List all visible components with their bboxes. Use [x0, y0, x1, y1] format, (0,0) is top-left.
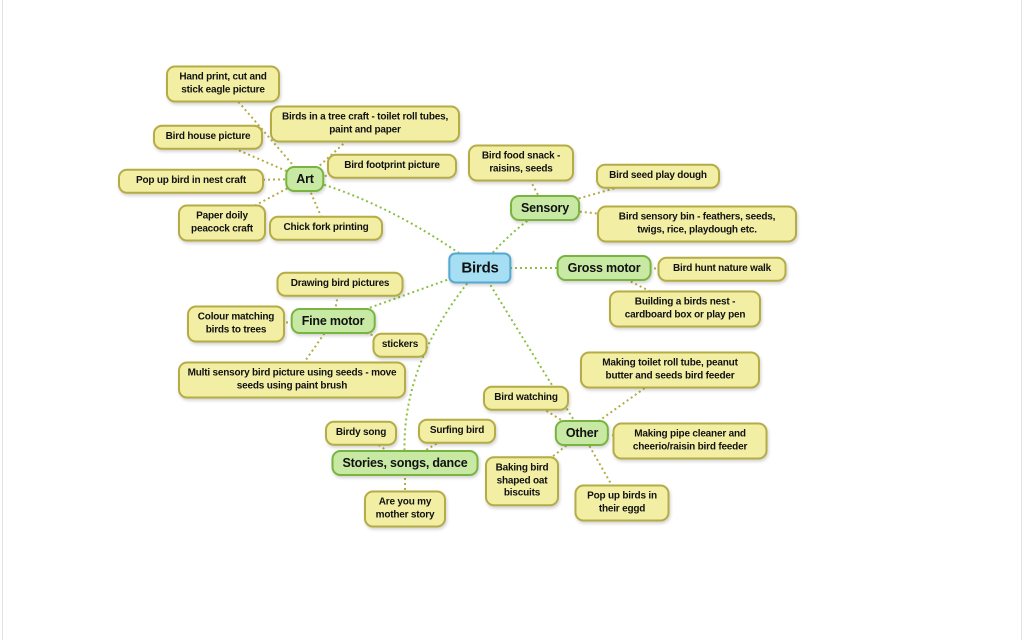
leaf-node-are-you-my-mother-story[interactable]: Are you my mother story — [364, 490, 446, 528]
leaf-node-pop-up-birds-eggd[interactable]: Pop up birds in their eggd — [574, 484, 670, 522]
leaf-node-building-birds-nest[interactable]: Building a birds nest - cardboard box or… — [609, 290, 761, 328]
leaf-node-pop-up-bird-nest-craft[interactable]: Pop up bird in nest craft — [118, 168, 264, 194]
branch-node-stories-songs-dance[interactable]: Stories, songs, dance — [331, 450, 479, 476]
branch-node-other[interactable]: Other — [554, 420, 610, 446]
leaf-node-bird-food-snack[interactable]: Bird food snack - raisins, seeds — [468, 144, 574, 182]
leaf-node-paper-doily-peacock[interactable]: Paper doily peacock craft — [178, 204, 266, 242]
leaf-node-hand-print-eagle[interactable]: Hand print, cut and stick eagle picture — [166, 65, 280, 103]
canvas-left-edge — [2, 0, 3, 640]
leaf-node-bird-watching[interactable]: Bird watching — [483, 385, 569, 411]
leaf-node-bird-sensory-bin[interactable]: Bird sensory bin - feathers, seeds, twig… — [597, 205, 797, 243]
center-node-birds[interactable]: Birds — [448, 252, 512, 284]
leaf-node-baking-bird-biscuits[interactable]: Baking bird shaped oat biscuits — [485, 456, 559, 506]
leaf-node-multi-sensory-bird-picture[interactable]: Multi sensory bird picture using seeds -… — [178, 361, 406, 399]
leaf-node-birds-in-tree-craft[interactable]: Birds in a tree craft - toilet roll tube… — [270, 105, 460, 143]
leaf-node-colour-matching-birds[interactable]: Colour matching birds to trees — [187, 305, 285, 343]
leaf-node-chick-fork-printing[interactable]: Chick fork printing — [269, 215, 383, 241]
leaf-node-bird-footprint-picture[interactable]: Bird footprint picture — [327, 153, 457, 179]
leaf-node-birdy-song[interactable]: Birdy song — [325, 420, 397, 446]
branch-node-sensory[interactable]: Sensory — [510, 195, 580, 221]
leaf-node-stickers[interactable]: stickers — [372, 332, 428, 358]
leaf-node-drawing-bird-pictures[interactable]: Drawing bird pictures — [276, 271, 404, 297]
leaf-node-surfing-bird[interactable]: Surfing bird — [418, 418, 496, 444]
branch-node-fine-motor[interactable]: Fine motor — [290, 308, 376, 334]
branch-node-art[interactable]: Art — [285, 166, 325, 192]
leaf-node-toilet-roll-bird-feeder[interactable]: Making toilet roll tube, peanut butter a… — [580, 351, 760, 389]
leaf-node-bird-house-picture[interactable]: Bird house picture — [153, 124, 263, 150]
branch-node-gross-motor[interactable]: Gross motor — [556, 255, 652, 281]
leaf-node-bird-seed-play-dough[interactable]: Bird seed play dough — [596, 163, 720, 189]
leaf-node-bird-hunt-nature-walk[interactable]: Bird hunt nature walk — [657, 256, 787, 282]
canvas-right-edge — [1021, 0, 1022, 640]
leaf-node-pipe-cleaner-bird-feeder[interactable]: Making pipe cleaner and cheerio/raisin b… — [612, 422, 768, 460]
